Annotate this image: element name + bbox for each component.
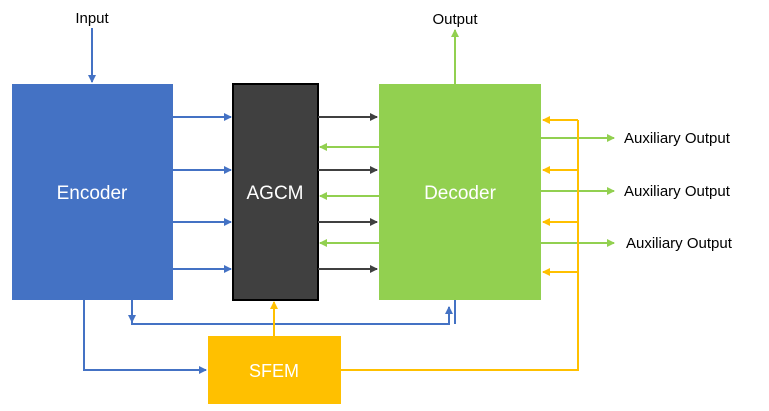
encoder-to-decoder-bypass xyxy=(131,300,453,325)
auxiliary-output-label-1: Auxiliary Output xyxy=(624,130,731,147)
decoder-to-agcm-arrows xyxy=(319,143,379,247)
agcm-block xyxy=(232,83,319,301)
decoder-block xyxy=(379,84,541,300)
input-label: Input xyxy=(75,10,109,27)
sfem-label: SFEM xyxy=(249,361,299,381)
auxiliary-output-label-2: Auxiliary Output xyxy=(624,183,731,200)
agcm-label: AGCM xyxy=(247,183,304,204)
sfem-to-decoder-bus xyxy=(341,116,579,371)
encoder-to-sfem-arrow xyxy=(83,300,207,374)
encoder-label: Encoder xyxy=(57,183,128,204)
agcm-to-decoder-arrows xyxy=(318,113,378,273)
sfem-block xyxy=(208,336,341,404)
sfem-bus-main xyxy=(341,120,579,371)
auxiliary-output-label-3: Auxiliary Output xyxy=(626,235,733,252)
encoder-to-agcm-arrows xyxy=(173,113,232,273)
output-label: Output xyxy=(432,11,478,28)
encoder-block xyxy=(12,84,173,300)
decoder-label: Decoder xyxy=(424,183,496,204)
